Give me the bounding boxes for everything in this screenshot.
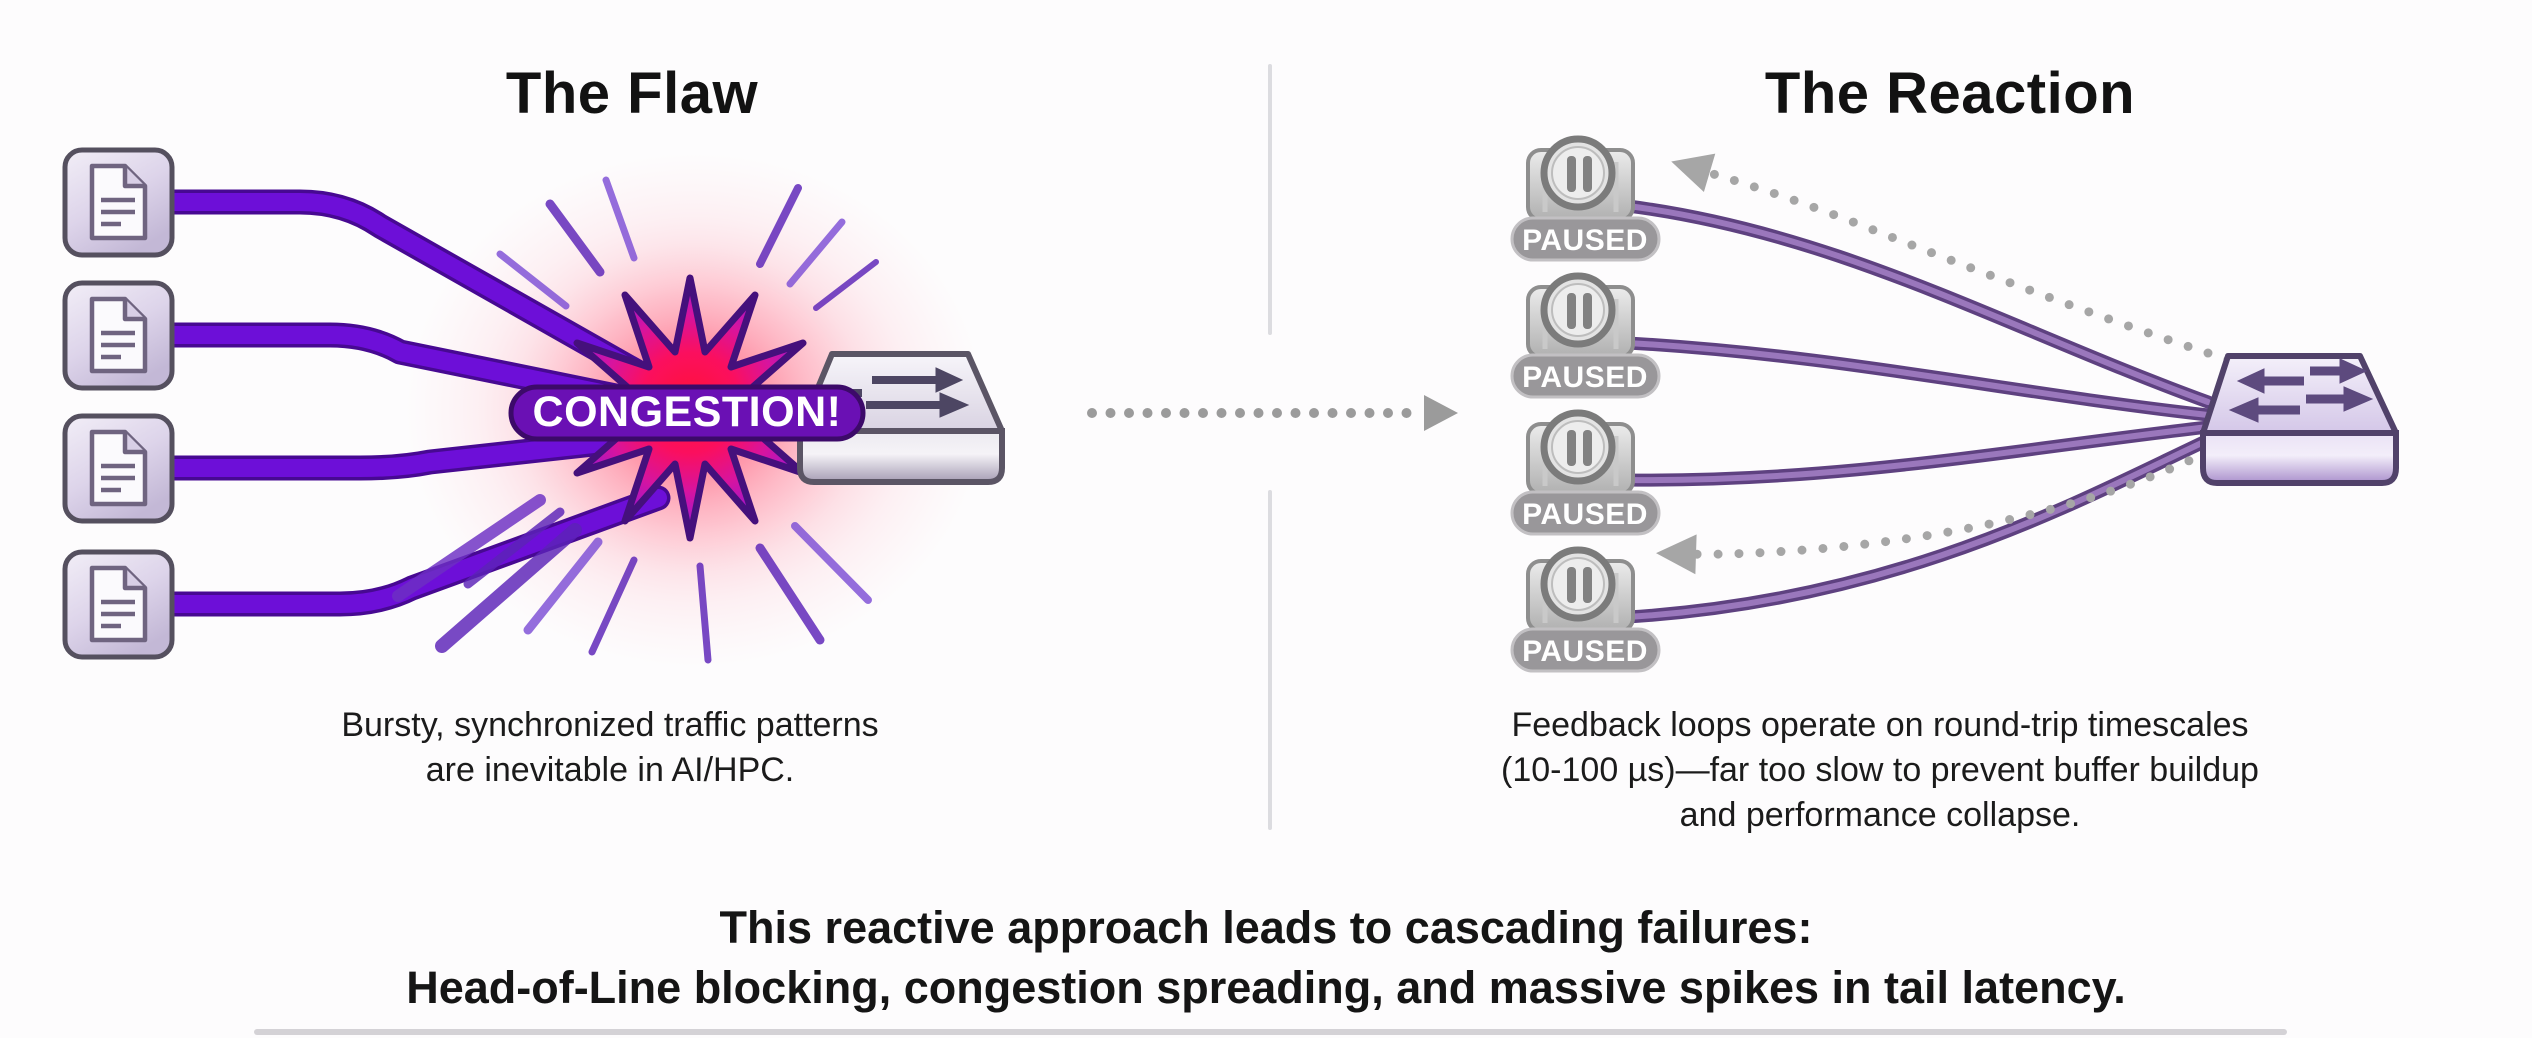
footer-line: Head-of-Line blocking, congestion spread… xyxy=(406,962,2126,1013)
transition-arrow xyxy=(1087,395,1458,431)
left-panel-title: The Flaw xyxy=(505,61,759,126)
paused-flow-lines xyxy=(1621,199,2215,624)
feedback-arrow-top xyxy=(1671,153,2273,377)
feedback-dotted-arrows xyxy=(1656,153,2273,575)
document-icon xyxy=(65,416,172,521)
paused-node: PAUSED xyxy=(1512,139,1659,260)
paused-badge: PAUSED xyxy=(1522,361,1648,394)
bottom-bar xyxy=(254,1029,2287,1035)
congestion-label: CONGESTION! xyxy=(533,388,842,436)
caption-line: Feedback loops operate on round-trip tim… xyxy=(1511,706,2249,744)
paused-badge: PAUSED xyxy=(1522,635,1648,668)
paused-badge: PAUSED xyxy=(1522,498,1648,531)
left-panel-caption: Bursty, synchronized traffic patterns ar… xyxy=(260,703,960,793)
document-icon xyxy=(65,283,172,388)
panel-divider xyxy=(1268,64,1272,830)
caption-line: (10-100 µs)—far too slow to prevent buff… xyxy=(1501,751,2259,789)
caption-line: are inevitable in AI/HPC. xyxy=(425,751,795,789)
congestion-banner: CONGESTION! xyxy=(508,384,866,442)
footer-line: This reactive approach leads to cascadin… xyxy=(719,902,1813,953)
right-panel-caption: Feedback loops operate on round-trip tim… xyxy=(1480,703,2280,838)
right-panel-title: The Reaction xyxy=(1764,61,2136,126)
egress-switch-icon xyxy=(797,351,1005,485)
document-icon xyxy=(65,552,172,657)
switch-icon xyxy=(2200,353,2399,486)
paused-node: PAUSED xyxy=(1512,276,1659,397)
caption-line: and performance collapse. xyxy=(1679,796,2081,834)
feedback-arrow-bottom xyxy=(1656,447,2213,575)
document-icon xyxy=(65,150,172,255)
paused-badge: PAUSED xyxy=(1522,224,1648,257)
caption-line: Bursty, synchronized traffic patterns xyxy=(341,706,879,744)
footer-summary: This reactive approach leads to cascadin… xyxy=(266,898,2266,1018)
paused-node: PAUSED xyxy=(1512,413,1659,534)
explosion-speed-lines xyxy=(392,176,879,664)
paused-node: PAUSED xyxy=(1512,550,1659,671)
